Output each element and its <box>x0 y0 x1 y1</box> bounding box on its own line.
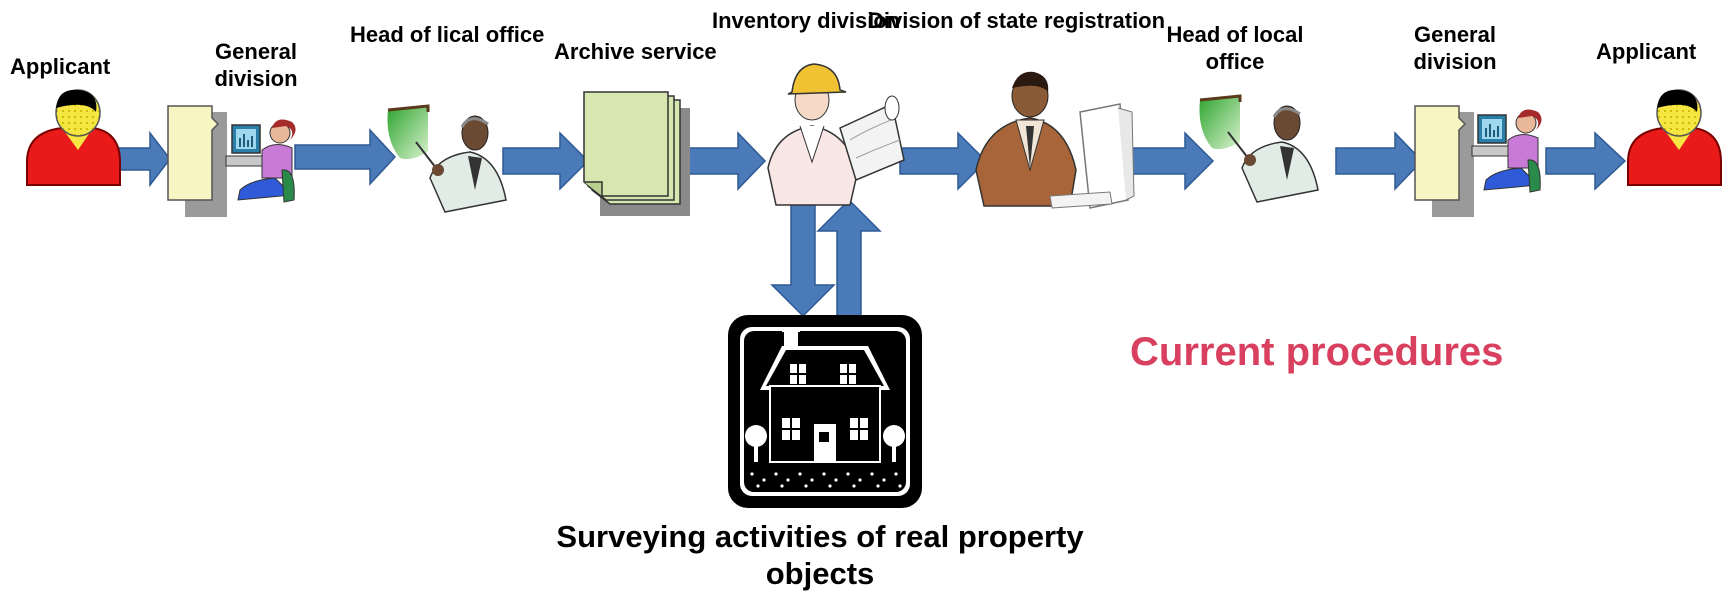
surveying-line: Surveying activities of real property <box>556 519 1084 554</box>
label-state-registration: Division of state registration <box>868 8 1166 33</box>
arrow-8 <box>1545 131 1627 191</box>
flow-arrows <box>117 128 1627 318</box>
presenter-icon <box>1199 94 1319 203</box>
label-head-of-office-left: Head of lical office <box>350 22 545 47</box>
label-line: General <box>1414 22 1496 47</box>
label-applicant-left: Applicant <box>10 54 111 79</box>
label-line: office <box>1205 49 1265 74</box>
clerk-computer-icon <box>975 71 1135 209</box>
label-general-division-left: General division <box>196 38 316 92</box>
arrow-down <box>770 199 836 318</box>
label-line: Head of local <box>1166 22 1304 47</box>
arrow-up <box>816 198 882 318</box>
arrow-3 <box>502 131 590 191</box>
person-icon <box>1627 89 1722 186</box>
arrow-4 <box>679 131 767 191</box>
label-applicant-right: Applicant <box>1596 39 1697 64</box>
arrow-2 <box>294 128 397 186</box>
secretary-computer-icon <box>167 105 296 217</box>
label-line: division <box>214 66 298 91</box>
arrow-6 <box>1127 131 1215 191</box>
arrow-7 <box>1335 131 1424 191</box>
label-head-of-office-right: Head of local office <box>1150 21 1320 75</box>
presenter-icon <box>387 104 507 213</box>
surveying-line: objects <box>765 556 875 591</box>
diagram-title: Current procedures <box>1130 330 1504 374</box>
label-inventory-division: Inventory division <box>712 8 901 33</box>
house-icon <box>728 315 922 508</box>
arrow-5 <box>899 131 988 191</box>
secretary-computer-icon <box>1414 105 1542 217</box>
label-archive-service: Archive service <box>554 39 717 64</box>
person-icon <box>26 89 121 186</box>
label-line: General <box>215 39 297 64</box>
document-stack-icon <box>583 91 690 216</box>
surveying-label: Surveying activities of real property ob… <box>520 518 1120 592</box>
arrow-1 <box>117 130 171 188</box>
label-general-division-right: General division <box>1395 21 1515 75</box>
label-line: division <box>1413 49 1497 74</box>
engineer-blueprint-icon <box>767 63 905 206</box>
